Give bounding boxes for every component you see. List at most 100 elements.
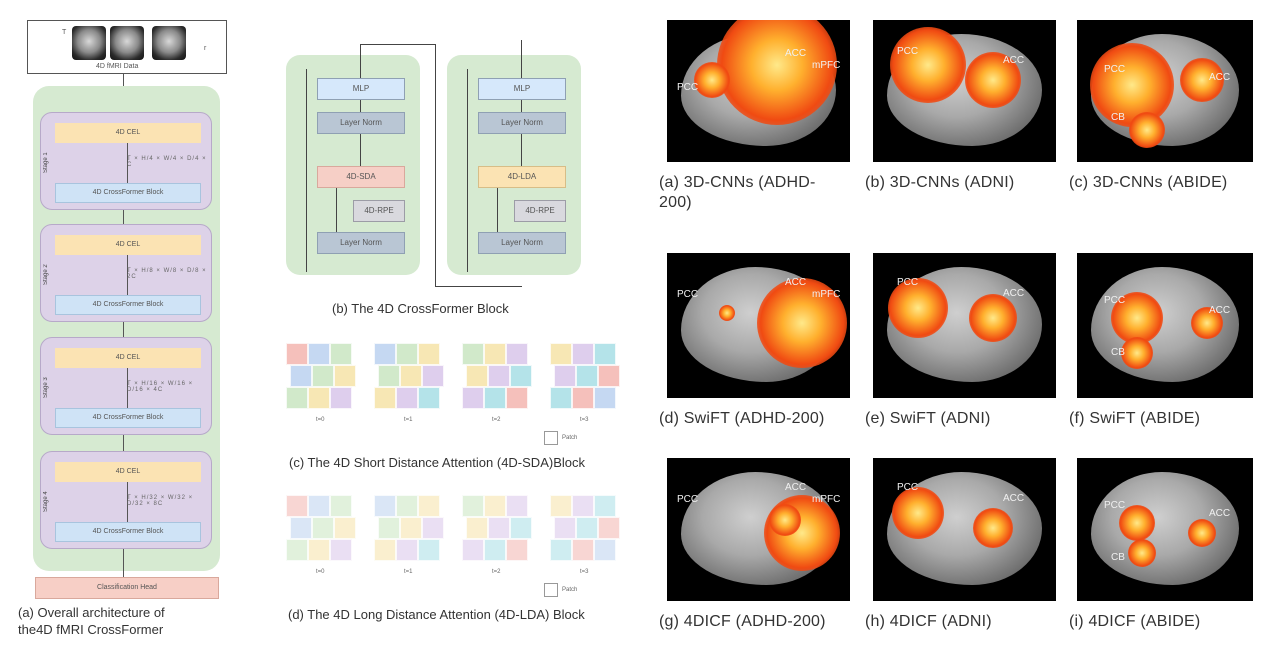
- cel-box: 4D CEL: [55, 123, 201, 143]
- cel-box: 4D CEL: [55, 235, 201, 255]
- voxel-patch: [510, 365, 532, 387]
- voxel-patch: [462, 495, 484, 517]
- region-label: ACC: [785, 482, 807, 493]
- stage-tag: Stage 4: [43, 491, 49, 513]
- voxel-patch: [572, 539, 594, 561]
- voxel-patch: [286, 539, 308, 561]
- time-label: t=0: [316, 417, 325, 423]
- voxel-patch: [576, 365, 598, 387]
- voxel-patch: [594, 495, 616, 517]
- voxel-patch: [598, 517, 620, 539]
- voxel-patch: [594, 539, 616, 561]
- caption-a-line1: (a) Overall architecture of: [18, 605, 165, 620]
- region-label: ACC: [1003, 288, 1025, 299]
- mlp-box: MLP: [478, 78, 566, 100]
- region-label: ACC: [785, 277, 807, 288]
- voxel-patch: [572, 343, 594, 365]
- brain-slice: [1091, 472, 1239, 585]
- activation-blob: [888, 278, 948, 338]
- region-label: ACC: [1209, 72, 1231, 83]
- patch-legend-icon: [544, 583, 558, 597]
- voxel-grid: [286, 343, 356, 411]
- voxel-patch: [462, 343, 484, 365]
- voxel-patch: [308, 343, 330, 365]
- stage-arrow: [127, 143, 128, 183]
- region-label: PCC: [897, 277, 919, 288]
- voxel-patch: [400, 517, 422, 539]
- voxel-patch: [484, 343, 506, 365]
- voxel-patch: [374, 539, 396, 561]
- voxel-patch: [330, 387, 352, 409]
- time-label: t=2: [492, 569, 501, 575]
- voxel-patch: [330, 343, 352, 365]
- input-dim-t: T: [62, 29, 67, 36]
- voxel-patch: [554, 517, 576, 539]
- stage-4: Stage 4 4D CEL T × H/32 × W/32 × D/32 × …: [40, 451, 212, 549]
- voxel-patch: [506, 539, 528, 561]
- voxel-patch: [550, 539, 572, 561]
- caption-c: (c) The 4D Short Distance Attention (4D-…: [289, 455, 585, 470]
- voxel-patch: [308, 539, 330, 561]
- voxel-patch: [286, 495, 308, 517]
- voxel-grid: [374, 495, 444, 563]
- time-label: t=0: [316, 569, 325, 575]
- fmri-volume-3: [152, 26, 186, 60]
- time-label: t=1: [404, 569, 413, 575]
- voxel-patch: [462, 539, 484, 561]
- region-label: PCC: [897, 46, 919, 57]
- activation-blob: [1180, 58, 1224, 102]
- voxel-patch: [466, 517, 488, 539]
- voxel-grid: [462, 495, 532, 563]
- voxel-patch: [286, 387, 308, 409]
- brain-caption: (h) 4DICF (ADNI): [865, 613, 992, 630]
- brain-caption: (c) 3D-CNNs (ABIDE): [1069, 174, 1228, 191]
- activation-blob: [973, 508, 1013, 548]
- voxel-patch: [594, 343, 616, 365]
- voxel-patch: [422, 517, 444, 539]
- cel-box: 4D CEL: [55, 462, 201, 482]
- wire: [497, 188, 498, 232]
- caption-b: (b) The 4D CrossFormer Block: [332, 301, 509, 316]
- stage-tag: Stage 3: [43, 377, 49, 399]
- voxel-patch: [484, 539, 506, 561]
- brain-activation-map: PCC ACC: [873, 20, 1056, 162]
- voxel-patch: [488, 365, 510, 387]
- link-arrow: [123, 435, 124, 451]
- fmri-volume-1: [72, 26, 106, 60]
- time-label: t=2: [492, 417, 501, 423]
- stage-formula: T × H/16 × W/16 × D/16 × 4C: [127, 381, 194, 393]
- activation-blob: [969, 294, 1017, 342]
- stage-3: Stage 3 4D CEL T × H/16 × W/16 × D/16 × …: [40, 337, 212, 435]
- wire: [360, 100, 361, 112]
- voxel-patch: [396, 387, 418, 409]
- voxel-patch: [396, 343, 418, 365]
- voxel-patch: [286, 343, 308, 365]
- activation-blob: [965, 52, 1021, 108]
- region-label: ACC: [1003, 55, 1025, 66]
- activation-blob: [694, 62, 730, 98]
- lda-box: 4D-LDA: [478, 166, 566, 188]
- connector: [435, 44, 436, 286]
- caption-d: (d) The 4D Long Distance Attention (4D-L…: [288, 607, 585, 622]
- brain-activation-map: PCC ACC: [873, 253, 1056, 398]
- activation-blob: [1129, 112, 1165, 148]
- patch-legend-label: Patch: [562, 435, 578, 441]
- voxel-patch: [330, 539, 352, 561]
- voxel-patch: [506, 387, 528, 409]
- activation-blob: [1128, 539, 1156, 567]
- voxel-patch: [488, 517, 510, 539]
- stage-arrow: [127, 368, 128, 408]
- sda-box: 4D-SDA: [317, 166, 405, 188]
- region-label: mPFC: [812, 494, 841, 505]
- voxel-grid: [462, 343, 532, 411]
- wire: [336, 188, 337, 232]
- layer-norm-box: Layer Norm: [317, 112, 405, 134]
- stage-tag: Stage 1: [43, 152, 49, 174]
- voxel-patch: [374, 495, 396, 517]
- region-label: PCC: [677, 82, 699, 93]
